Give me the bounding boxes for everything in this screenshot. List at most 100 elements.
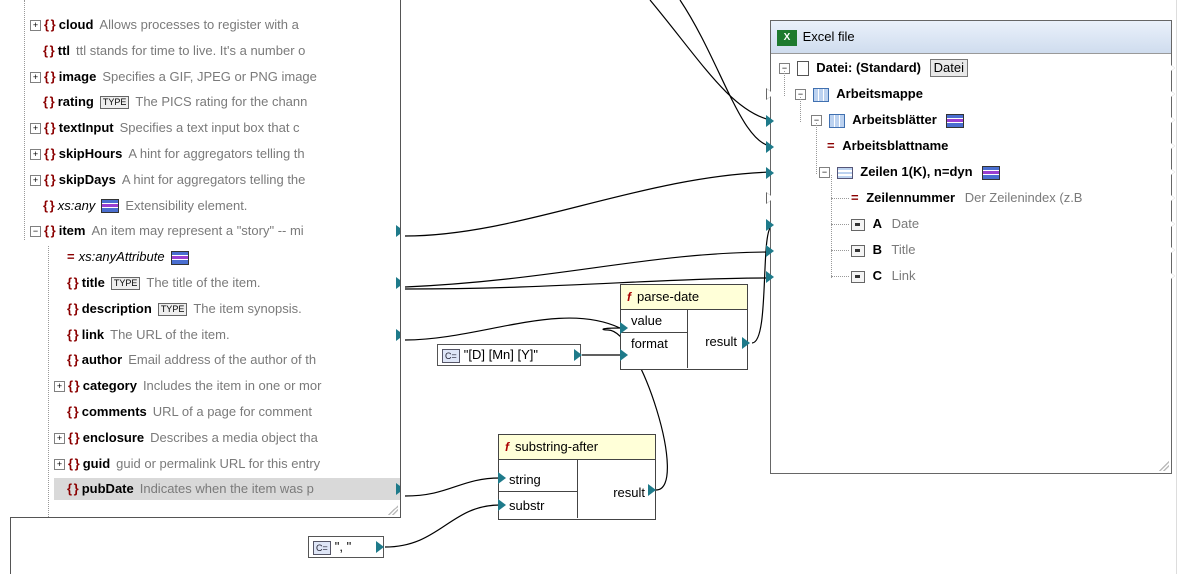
- output-connector[interactable]: [396, 405, 400, 417]
- output-connector[interactable]: [396, 121, 400, 134]
- excel-file-row[interactable]: − Datei: (Standard) Datei: [779, 57, 968, 79]
- output-connector[interactable]: [396, 301, 400, 314]
- output-connector[interactable]: [396, 430, 400, 443]
- output-connector[interactable]: [396, 69, 400, 82]
- expand-icon[interactable]: +: [30, 174, 41, 186]
- substr-constant[interactable]: C=", ": [308, 536, 384, 558]
- sequence-icon[interactable]: [946, 113, 965, 128]
- parse-date-result-connector[interactable]: [742, 337, 750, 349]
- output-result[interactable]: result: [613, 485, 645, 500]
- format-constant[interactable]: C="[D] [Mn] [Y]": [437, 344, 581, 366]
- rows-row[interactable]: − Zeilen 1(K), n=dyn: [819, 161, 1001, 183]
- substring-string-connector[interactable]: [498, 472, 506, 484]
- output-connector[interactable]: [396, 43, 400, 56]
- column-b-row[interactable]: B Title: [851, 239, 915, 261]
- output-connector[interactable]: [396, 95, 400, 108]
- type-badge[interactable]: TYPE: [157, 302, 188, 316]
- resize-grip-icon[interactable]: [388, 505, 398, 515]
- output-connector[interactable]: [396, 18, 400, 30]
- excel-output-connector[interactable]: [1167, 88, 1175, 100]
- expand-icon[interactable]: +: [54, 381, 65, 393]
- excel-input-connector[interactable]: [766, 271, 774, 283]
- type-badge[interactable]: TYPE: [110, 277, 141, 291]
- sheet-name-row[interactable]: = Arbeitsblattname: [827, 135, 948, 157]
- excel-output-connector[interactable]: [1167, 140, 1175, 152]
- excel-output-connector[interactable]: [1167, 270, 1175, 282]
- input-string[interactable]: string: [499, 469, 577, 492]
- excel-input-connector[interactable]: [766, 141, 774, 153]
- output-connector[interactable]: [396, 250, 400, 263]
- column-c-row[interactable]: C Link: [851, 265, 916, 287]
- sheets-row[interactable]: − Arbeitsblätter: [811, 109, 965, 131]
- output-connector[interactable]: [396, 225, 400, 238]
- excel-input-connector[interactable]: [766, 88, 774, 100]
- expand-icon[interactable]: +: [54, 432, 65, 444]
- constant-value[interactable]: ", ": [334, 539, 352, 554]
- column-a-row[interactable]: A Date: [851, 213, 919, 235]
- tree-row-xsanyattribute[interactable]: =xs:anyAttribute: [54, 246, 189, 268]
- excel-output-connector[interactable]: [1167, 166, 1175, 178]
- collapse-icon[interactable]: −: [819, 167, 830, 179]
- excel-output-connector[interactable]: [1167, 62, 1175, 74]
- expand-icon[interactable]: +: [30, 123, 41, 135]
- excel-output-connector[interactable]: [1167, 192, 1175, 204]
- excel-output-connector[interactable]: [1167, 244, 1175, 256]
- output-connector[interactable]: [396, 277, 400, 289]
- substring-substr-connector[interactable]: [498, 499, 506, 511]
- output-connector[interactable]: [396, 353, 400, 366]
- constant-value[interactable]: "[D] [Mn] [Y]": [463, 347, 539, 362]
- output-connector[interactable]: [396, 456, 400, 469]
- input-format[interactable]: format: [631, 336, 668, 351]
- output-result[interactable]: result: [705, 334, 737, 349]
- format-constant-connector[interactable]: [574, 349, 582, 361]
- excel-input-connector[interactable]: [766, 192, 774, 204]
- input-substr[interactable]: substr: [509, 498, 545, 513]
- input-value[interactable]: value: [621, 310, 687, 333]
- output-connector[interactable]: [396, 328, 400, 341]
- output-connector[interactable]: [396, 379, 400, 392]
- expand-icon[interactable]: +: [54, 458, 65, 470]
- sequence-icon[interactable]: [101, 199, 120, 214]
- substring-result-connector[interactable]: [648, 484, 656, 496]
- output-connector[interactable]: [396, 483, 400, 496]
- output-connector[interactable]: [396, 172, 400, 185]
- resize-grip-icon[interactable]: [1159, 461, 1169, 471]
- parse-date-value-connector[interactable]: [620, 322, 628, 334]
- workbook-row[interactable]: − Arbeitsmappe: [795, 83, 923, 105]
- parse-date-format-connector[interactable]: [620, 349, 628, 361]
- excel-output-connector[interactable]: [1167, 218, 1175, 230]
- excel-output-connector[interactable]: [1167, 114, 1175, 126]
- excel-input-connector[interactable]: [766, 167, 774, 179]
- expand-icon[interactable]: +: [30, 20, 41, 32]
- row-number-row[interactable]: = Zeilennummer Der Zeilenindex (z.B: [851, 187, 1082, 209]
- sequence-icon[interactable]: [982, 165, 1001, 180]
- expand-icon[interactable]: +: [30, 71, 41, 83]
- excel-input-connector[interactable]: [766, 219, 774, 231]
- substr-constant-connector[interactable]: [376, 541, 384, 553]
- excel-input-connector[interactable]: [766, 115, 774, 127]
- output-connector[interactable]: [396, 147, 400, 159]
- excel-component-header[interactable]: X Excel file: [771, 21, 1171, 54]
- expand-icon[interactable]: +: [30, 149, 41, 161]
